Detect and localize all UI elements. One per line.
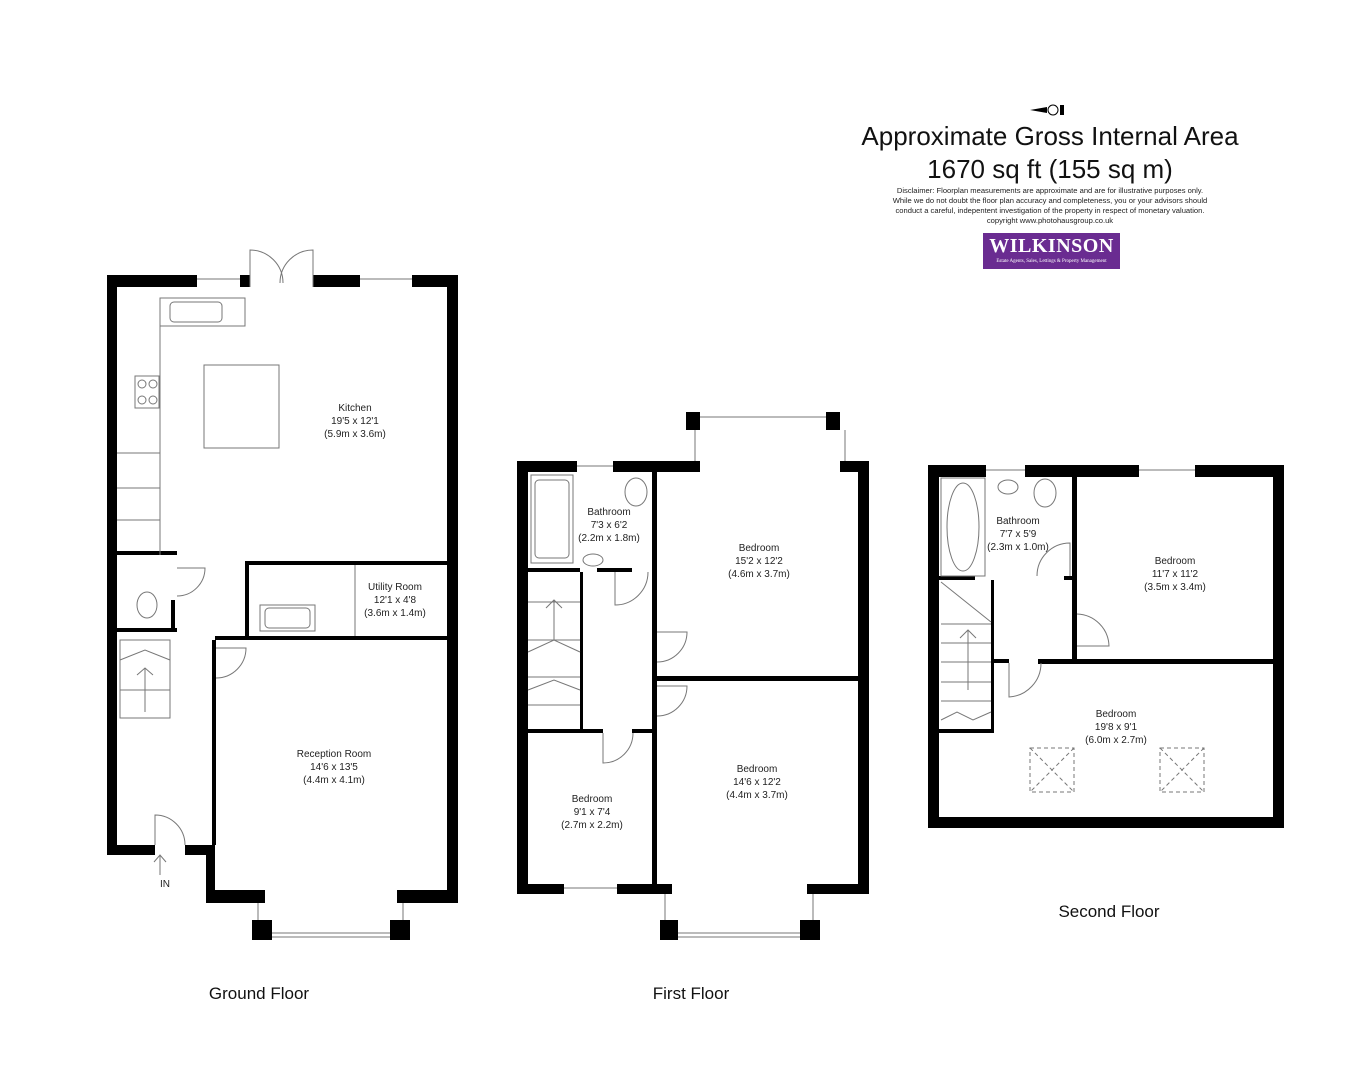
room-label-bedroom: Bedroom 11'7 x 11'2 (3.5m x 3.4m) — [1144, 555, 1206, 594]
room-label-text: (4.4m x 3.7m) — [726, 790, 788, 801]
room-label-bathroom: Bathroom 7'7 x 5'9 (2.3m x 1.0m) — [987, 515, 1049, 554]
disclaimer-line: conduct a careful, indepentent investiga… — [895, 206, 1205, 215]
room-label-text: (5.9m x 3.6m) — [324, 429, 386, 440]
room-label-text: 19'8 x 9'1 — [1094, 722, 1138, 733]
room-label-text: 11'7 x 11'2 — [1151, 569, 1199, 580]
room-label-text: (3.6m x 1.4m) — [364, 608, 426, 619]
room-label-bedroom: Bedroom 19'8 x 9'1 (6.0m x 2.7m) — [1085, 708, 1147, 747]
room-label-text: (2.3m x 1.0m) — [987, 542, 1049, 553]
room-label-text: Bedroom — [1095, 709, 1137, 720]
gross-area-title: Approximate Gross Internal Area 1670 sq … — [861, 120, 1238, 186]
room-label-bedroom: Bedroom 14'6 x 12'2 (4.4m x 3.7m) — [726, 763, 788, 802]
title-line-2: 1670 sq ft (155 sq m) — [927, 154, 1173, 184]
room-label-reception: Reception Room 14'6 x 13'5 (4.4m x 4.1m) — [297, 748, 371, 787]
room-label-text: 7'3 x 6'2 — [590, 520, 628, 531]
room-label-text: (4.4m x 4.1m) — [303, 775, 365, 786]
room-label-text: 14'6 x 12'2 — [733, 777, 781, 788]
room-label-text: (4.6m x 3.7m) — [728, 569, 790, 580]
compass-icon — [1030, 104, 1064, 116]
room-label-text: 15'2 x 12'2 — [735, 556, 783, 567]
room-label-text: 9'1 x 7'4 — [573, 807, 611, 818]
second-floor-fixtures — [940, 469, 1205, 793]
room-label-text: Bedroom — [738, 543, 780, 554]
ground-floor-fixtures — [117, 249, 412, 938]
room-label-text: Reception Room — [296, 749, 372, 760]
room-label-text: Kitchen — [338, 403, 372, 414]
logo-tagline: Estate Agents, Sales, Lettings & Propert… — [996, 259, 1107, 264]
room-label-text: 14'6 x 13'5 — [310, 762, 358, 773]
floor-label-ground: Ground Floor — [208, 984, 310, 1003]
room-label-text: 19'5 x 12'1 — [331, 416, 379, 427]
room-label-text: Bedroom — [736, 764, 778, 775]
entrance-label: IN — [160, 879, 170, 890]
wilkinson-logo: WILKINSON Estate Agents, Sales, Lettings… — [983, 233, 1120, 269]
room-label-kitchen: Kitchen 19'5 x 12'1 (5.9m x 3.6m) — [324, 402, 386, 441]
floor-label-second: Second Floor — [1058, 902, 1160, 921]
room-label-bedroom: Bedroom 15'2 x 12'2 (4.6m x 3.7m) — [728, 542, 790, 581]
first-floor-walls — [517, 412, 869, 940]
disclaimer-line: Disclaimer: Floorplan measurements are a… — [896, 186, 1204, 195]
disclaimer-line: copyright www.photohausgroup.co.uk — [986, 216, 1114, 225]
room-label-text: (2.2m x 1.8m) — [578, 533, 640, 544]
disclaimer: Disclaimer: Floorplan measurements are a… — [893, 186, 1207, 226]
room-label-text: Bathroom — [587, 507, 631, 518]
room-label-text: Bathroom — [996, 516, 1040, 527]
room-label-text: 12'1 x 4'8 — [373, 595, 417, 606]
disclaimer-line: While we do not doubt the floor plan acc… — [892, 196, 1208, 205]
logo-name: WILKINSON — [989, 235, 1114, 257]
ground-floor-walls — [107, 275, 458, 940]
room-label-bathroom: Bathroom 7'3 x 6'2 (2.2m x 1.8m) — [578, 506, 640, 545]
room-label-bedroom: Bedroom 9'1 x 7'4 (2.7m x 2.2m) — [561, 793, 623, 832]
room-label-text: Utility Room — [368, 582, 422, 593]
room-label-text: (3.5m x 3.4m) — [1144, 582, 1206, 593]
room-label-text: Bedroom — [1154, 556, 1196, 567]
room-label-text: 7'7 x 5'9 — [999, 529, 1037, 540]
second-floor-walls — [928, 465, 1284, 828]
room-label-text: (6.0m x 2.7m) — [1085, 735, 1147, 746]
floor-label-first: First Floor — [652, 984, 730, 1003]
title-line-1: Approximate Gross Internal Area — [861, 121, 1239, 151]
room-label-utility: Utility Room 12'1 x 4'8 (3.6m x 1.4m) — [364, 581, 426, 620]
first-floor-fixtures — [527, 416, 846, 938]
room-label-text: Bedroom — [571, 794, 613, 805]
room-label-text: (2.7m x 2.2m) — [561, 820, 623, 831]
